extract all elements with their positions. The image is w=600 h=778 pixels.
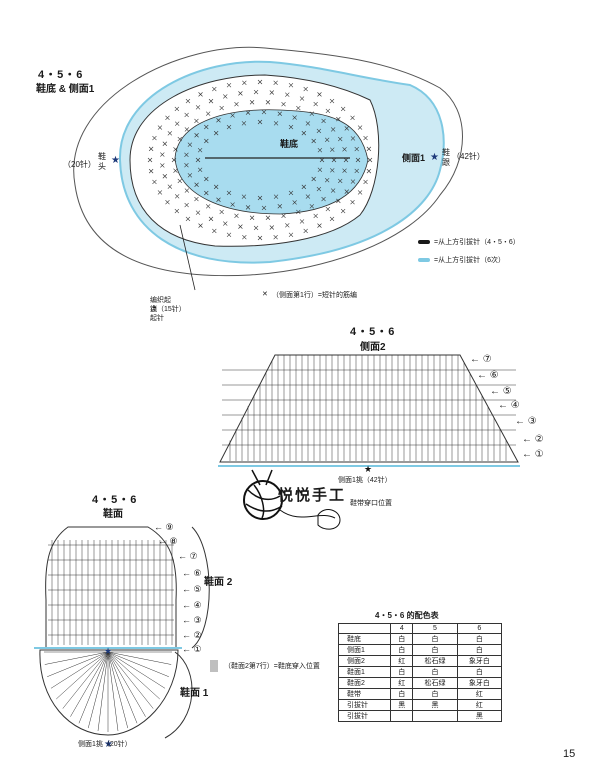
watermark-text: 悦悦手工 bbox=[278, 487, 347, 504]
diagram2-center-star: ★ bbox=[364, 464, 372, 474]
diagram2-row-4: ← ④ bbox=[498, 400, 520, 411]
table-row: 引拔针黑黑红 bbox=[337, 699, 503, 711]
diagram1-title: 鞋底 & 侧面1 bbox=[36, 84, 95, 95]
legend-blue-text: =从上方引拔针（6次） bbox=[434, 257, 505, 264]
diagram2-row-6: ← ⑥ bbox=[477, 370, 499, 381]
diagram2-body bbox=[219, 354, 519, 463]
diagram3-row-1: ← ① bbox=[182, 644, 202, 654]
diagram1-sole-label: 鞋底 bbox=[280, 139, 299, 149]
color-table-head-cell bbox=[337, 623, 392, 634]
diagram1-side1-label: 侧面1 bbox=[402, 153, 426, 163]
diagram2-title: 侧面2 bbox=[360, 342, 386, 353]
diagram1-heel-count: （42针） bbox=[452, 152, 485, 161]
diagram1-toe-label: 鞋 头 bbox=[98, 152, 106, 171]
diagram1-outer-outline bbox=[73, 46, 463, 277]
diagram3-row-3: ← ③ bbox=[182, 615, 202, 625]
diagram3-bottom-label: 侧面1挑（20针） bbox=[78, 741, 132, 748]
table-row: 鞋底白白白 bbox=[337, 633, 503, 645]
diagram2-row-1: ← ① bbox=[522, 449, 544, 460]
lace-position-label: 鞋带穿口位置 bbox=[350, 500, 392, 507]
diagram3-toe-area bbox=[39, 649, 179, 736]
diagram1-start-pointer bbox=[179, 224, 196, 291]
diagram1-left-count: （20针） bbox=[63, 160, 96, 169]
color-table-head-cell: 6 bbox=[456, 623, 503, 634]
diagram3-bottom-star: ★ bbox=[104, 739, 113, 750]
diagram3-row-9: ← ⑨ bbox=[154, 522, 174, 532]
diagram1-heel-label: 鞋 跟 bbox=[442, 148, 450, 167]
diagram3-row-6: ← ⑥ bbox=[182, 568, 202, 578]
short-stitch-note: （侧面第1行）=短针的筋编 bbox=[272, 292, 357, 299]
diagram2-row-2: ← ② bbox=[522, 434, 544, 445]
table-row: 鞋带白白红 bbox=[337, 688, 503, 700]
diagram1-start-count: 锁（15针） 起针 bbox=[150, 306, 186, 322]
legend-black-text: =从上方引拔针（4・5・6） bbox=[434, 239, 520, 246]
legend-blue-swatch bbox=[418, 258, 430, 262]
legend-black-swatch bbox=[418, 240, 430, 244]
diagram3-row-5: ← ⑤ bbox=[182, 584, 202, 594]
diagram3-brace-1 bbox=[164, 651, 193, 739]
diagram3-row-8: ← ⑧ bbox=[158, 536, 178, 546]
diagram3-side1-label: 鞋面 1 bbox=[180, 688, 209, 699]
diagram2-row-7: ← ⑦ bbox=[470, 354, 492, 365]
yarn-ball-icon bbox=[243, 469, 336, 520]
threading-swatch bbox=[210, 660, 218, 672]
diagram2-size: 4・5・6 bbox=[350, 326, 396, 338]
diagram2-bottom-label: 侧面1挑（42针） bbox=[338, 477, 392, 484]
diagram3-note: （鞋面2第7行）=鞋底穿入位置 bbox=[224, 663, 320, 670]
table-row: 引拔针黑 bbox=[337, 710, 503, 722]
diagram1-size: 4・5・6 bbox=[38, 69, 84, 81]
diagram3-side2-label: 鞋面 2 bbox=[204, 577, 233, 588]
color-table-head-cell: 5 bbox=[412, 623, 458, 634]
color-table-head-cell: 4 bbox=[390, 623, 414, 634]
diagram3-row-2: ← ② bbox=[182, 630, 202, 640]
diagram1-heel-star: ★ bbox=[430, 152, 439, 163]
diagram3-title: 鞋面 bbox=[103, 509, 123, 520]
short-stitch-symbol: ✕ bbox=[262, 291, 268, 298]
diagram1-start-label: 编织起 点 bbox=[150, 297, 171, 313]
diagram2-row-5: ← ⑤ bbox=[490, 386, 512, 397]
diagram3-row-7: ← ⑦ bbox=[178, 551, 198, 561]
diagram3-size: 4・5・6 bbox=[92, 494, 138, 506]
lace-outline bbox=[317, 509, 341, 530]
color-table-header: 4 5 6 bbox=[337, 623, 503, 634]
color-table-title: 4・5・6 的配色表 bbox=[375, 611, 439, 620]
page-number: 15 bbox=[563, 748, 576, 760]
diagram3-row-4: ← ④ bbox=[182, 600, 202, 610]
diagram3-brace-2 bbox=[191, 526, 210, 649]
diagram3-top-star: ★ bbox=[104, 646, 112, 656]
diagram2-row-3: ← ③ bbox=[515, 416, 537, 427]
diagram1-toe-star: ★ bbox=[111, 155, 120, 166]
